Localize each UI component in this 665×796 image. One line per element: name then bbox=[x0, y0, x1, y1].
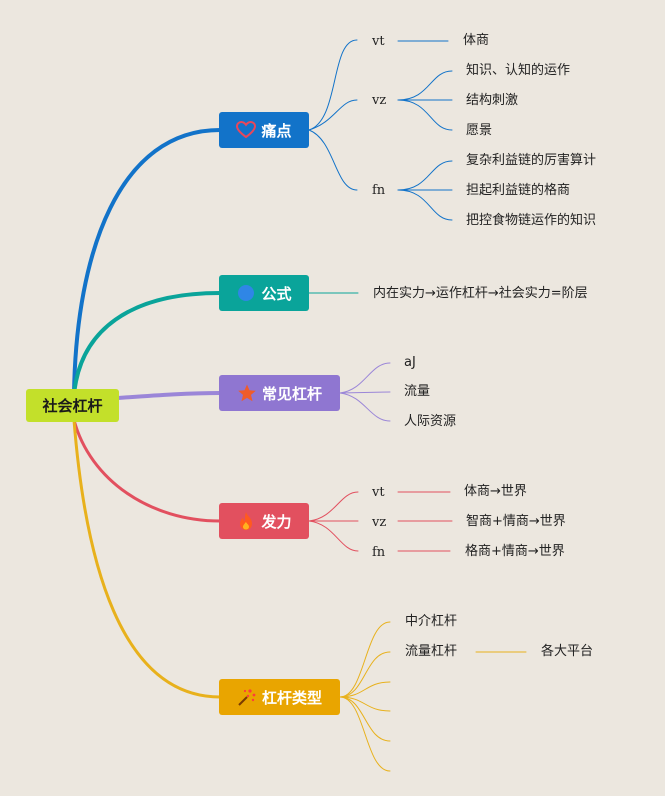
branch-painpoint-label: 痛点 bbox=[261, 121, 292, 140]
edge-root-painpoint bbox=[72, 128, 222, 397]
common-item-3[interactable]: 人际资源 bbox=[404, 414, 457, 429]
branch-painpoint[interactable]: 痛点 bbox=[219, 112, 309, 148]
common-item-1[interactable]: aJ bbox=[404, 355, 416, 370]
root-node[interactable]: 社会杠杆 bbox=[26, 389, 119, 422]
branch-formula-label: 公式 bbox=[261, 284, 292, 303]
fire-icon bbox=[236, 511, 256, 531]
types-item-1[interactable]: 中介杠杆 bbox=[405, 614, 458, 629]
force-vz-leaf[interactable]: 智商+情商→世界 bbox=[466, 514, 566, 529]
painpoint-sub-vt[interactable]: vt bbox=[372, 34, 385, 49]
edge-root-types bbox=[72, 418, 222, 699]
force-fn-leaf[interactable]: 格商+情商→世界 bbox=[465, 544, 565, 559]
painpoint-fn-leaf-2[interactable]: 担起利益链的格商 bbox=[466, 183, 571, 198]
edge-common-1 bbox=[339, 362, 391, 394]
painpoint-sub-vz[interactable]: vz bbox=[372, 93, 387, 108]
edge-common-2 bbox=[339, 391, 391, 394]
edge-common-3 bbox=[339, 392, 391, 422]
edge-types-2 bbox=[339, 651, 391, 698]
branch-types-label: 杠杆类型 bbox=[261, 688, 322, 707]
painpoint-vt-leaf-1[interactable]: 体商 bbox=[463, 33, 490, 48]
force-sub-vt[interactable]: vt bbox=[372, 485, 385, 500]
blue-circle-icon bbox=[236, 283, 256, 303]
branch-common-label: 常见杠杆 bbox=[261, 384, 322, 403]
branch-force-label: 发力 bbox=[261, 512, 292, 531]
edge-root-common bbox=[116, 391, 222, 400]
force-sub-fn[interactable]: fn bbox=[372, 545, 386, 560]
root-label: 社会杠杆 bbox=[42, 397, 103, 415]
painpoint-vz-leaf-3[interactable]: 愿景 bbox=[466, 123, 493, 138]
edge-types-1 bbox=[339, 621, 391, 698]
edge-vz-leaf-3 bbox=[397, 99, 453, 131]
edge-painpoint-vt bbox=[308, 39, 358, 131]
edge-painpoint-vz bbox=[308, 99, 358, 131]
common-item-2[interactable]: 流量 bbox=[404, 384, 431, 399]
branch-common[interactable]: 常见杠杆 bbox=[219, 375, 340, 411]
edge-types-5 bbox=[339, 696, 391, 742]
painpoint-fn-leaf-3[interactable]: 把控食物链运作的知识 bbox=[466, 213, 597, 228]
edge-root-formula bbox=[72, 291, 222, 397]
edge-types-3 bbox=[339, 681, 391, 698]
edge-types-6 bbox=[339, 696, 391, 772]
painpoint-vz-leaf-1[interactable]: 知识、认知的运作 bbox=[466, 63, 571, 78]
branch-formula[interactable]: 公式 bbox=[219, 275, 309, 311]
painpoint-sub-fn[interactable]: fn bbox=[372, 183, 386, 198]
force-sub-vz[interactable]: vz bbox=[372, 515, 387, 530]
edge-fn-leaf-3 bbox=[397, 189, 453, 221]
sparkle-icon bbox=[237, 687, 257, 707]
types-item-2-leaf[interactable]: 各大平台 bbox=[541, 644, 594, 659]
edge-root-force bbox=[72, 418, 222, 523]
edge-force-vt bbox=[308, 491, 359, 522]
types-item-2[interactable]: 流量杠杆 bbox=[405, 644, 458, 659]
painpoint-fn-leaf-1[interactable]: 复杂利益链的厉害算计 bbox=[466, 153, 597, 168]
edge-vz-leaf-1 bbox=[397, 70, 453, 101]
edge-force-fn bbox=[308, 520, 359, 552]
edge-fn-leaf-1 bbox=[397, 160, 453, 191]
painpoint-vz-leaf-2[interactable]: 结构刺激 bbox=[466, 93, 519, 108]
formula-text[interactable]: 内在实力→运作杠杆→社会实力=阶层 bbox=[373, 286, 588, 301]
branch-force[interactable]: 发力 bbox=[219, 503, 309, 539]
branch-types[interactable]: 杠杆类型 bbox=[219, 679, 340, 715]
heart-outline-icon bbox=[236, 120, 257, 140]
force-vt-leaf[interactable]: 体商→世界 bbox=[464, 484, 527, 499]
star-icon bbox=[237, 383, 257, 403]
edge-painpoint-fn bbox=[308, 129, 358, 191]
